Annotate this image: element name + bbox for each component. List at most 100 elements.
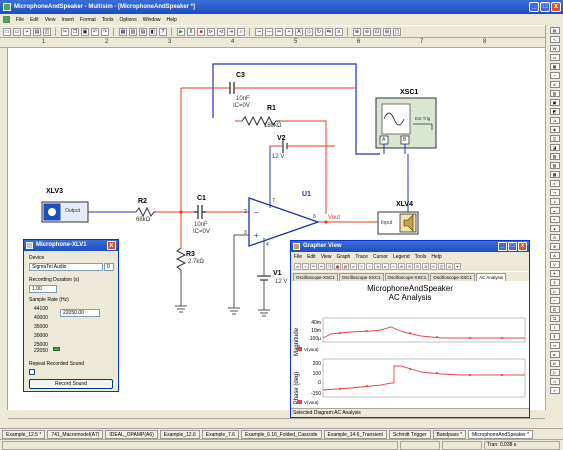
step-icon[interactable]: ⊳ [207, 27, 215, 36]
flip-icon[interactable]: ⇆ [325, 27, 333, 36]
grapher-menu-cursor[interactable]: Cursor [372, 253, 388, 260]
design-tab[interactable]: Example_6.16_Folded_Cascode [240, 429, 322, 439]
logic-gate-icon[interactable]: ⊃ [549, 378, 560, 385]
tab-oscilloscope[interactable]: Oscilloscope-XSC1 [430, 273, 476, 281]
trace-icon[interactable]: ∿ [390, 262, 397, 270]
database-icon[interactable]: ▤ [139, 27, 147, 36]
close-button[interactable]: x [551, 2, 561, 12]
grapher-menu-help[interactable]: Help [431, 253, 442, 260]
four-channel-oscilloscope-icon[interactable]: ▦ [549, 63, 560, 70]
oscilloscope-icon[interactable]: ▭ [549, 54, 560, 61]
iv-analyzer-icon[interactable]: ⊿ [549, 117, 560, 124]
cursor-icon[interactable]: ⊹ [366, 262, 373, 270]
zoom-out-icon[interactable]: ⊖ [406, 262, 413, 270]
device-select[interactable]: SigmaTel Audio [29, 263, 103, 271]
repeat-checkbox[interactable] [29, 369, 35, 375]
word-generator-icon[interactable]: ▥ [549, 90, 560, 97]
print-preview-icon[interactable]: ◫ [43, 27, 51, 36]
new-icon[interactable]: □ [3, 27, 11, 36]
horizontal-scrollbar[interactable] [8, 418, 545, 428]
record-sound-button[interactable]: Record Sound [29, 379, 113, 389]
grid-icon[interactable]: # [350, 262, 357, 270]
ground-icon[interactable]: ⏚ [549, 279, 560, 286]
grapher-menu-file[interactable]: File [294, 253, 303, 260]
tektronix-oscilloscope-icon[interactable]: ◐ [549, 180, 560, 187]
redo-icon[interactable]: ↷ [101, 27, 109, 36]
component-icon[interactable]: ◧ [149, 27, 157, 36]
help-icon[interactable]: ? [159, 27, 167, 36]
multimeter-icon[interactable]: ▤ [549, 27, 560, 34]
bus-icon[interactable]: ═ [275, 27, 283, 36]
grapher-titlebar[interactable]: Grapher View _ □ x [291, 241, 529, 252]
spectrum-analyzer-icon[interactable]: ◫ [549, 135, 560, 142]
zoom-area-icon[interactable]: ⊡ [414, 262, 421, 270]
labview-instrument-icon[interactable]: ◑ [549, 198, 560, 205]
menu-options[interactable]: Options [119, 16, 137, 23]
step-over-icon[interactable]: ⊲ [217, 27, 225, 36]
zoom-in-icon[interactable]: ⊕ [353, 27, 361, 36]
frequency-counter-icon[interactable]: # [549, 81, 560, 88]
paste-icon[interactable]: ▣ [334, 262, 341, 270]
design-tab[interactable]: 741_Macromodel(A7) [47, 429, 104, 439]
tab-ac-analysis[interactable]: AC Analysis [476, 273, 507, 281]
voltmeter-icon[interactable]: V [549, 261, 560, 268]
cursor-right-icon[interactable]: ▸ [382, 262, 389, 270]
agilent-multimeter-icon[interactable]: ▨ [549, 162, 560, 169]
stop-icon[interactable]: ■ [197, 27, 205, 36]
diode-icon[interactable]: ▸ [549, 351, 560, 358]
more-components-icon[interactable]: » [549, 387, 560, 394]
pause-icon[interactable]: ‖ [187, 27, 195, 36]
grapher-menu-view[interactable]: View [320, 253, 332, 260]
sample-rate-slider[interactable] [53, 347, 60, 351]
menu-insert[interactable]: Insert [61, 16, 74, 23]
grapher-menu-legend[interactable]: Legend [392, 253, 410, 260]
copy-icon[interactable]: ❐ [71, 27, 79, 36]
menu-edit[interactable]: Edit [30, 16, 39, 23]
grapher-plot-area[interactable]: MicrophoneAndSpeaker AC Analysis Magnitu… [291, 282, 529, 408]
design-tab[interactable]: Example_7.6 [201, 429, 239, 439]
align-icon[interactable]: ≡ [335, 27, 343, 36]
dialog-close-button[interactable]: x [107, 241, 116, 250]
minimize-button[interactable]: _ [529, 2, 539, 12]
grapher-menu-trace[interactable]: Trace [355, 253, 368, 260]
menu-view[interactable]: View [44, 16, 56, 23]
dropdown-icon[interactable]: ▾ [454, 262, 461, 270]
undo-icon[interactable]: ↶ [91, 27, 99, 36]
grapher-maximize-button[interactable]: □ [508, 242, 517, 251]
rotate-icon[interactable]: ↻ [315, 27, 323, 36]
switch-icon[interactable]: ⌐ [549, 297, 560, 304]
spreadsheet-icon[interactable]: ▥ [129, 27, 137, 36]
bode-plotter-icon[interactable]: ◔ [549, 72, 560, 79]
ammeter-icon[interactable]: A [549, 252, 560, 259]
lamp-icon[interactable]: ✶ [549, 270, 560, 277]
maximize-button[interactable]: □ [540, 2, 550, 12]
design-tab-active[interactable]: MicrophoneAndSpeaker * [468, 429, 534, 439]
grapher-menu-graph[interactable]: Graph [336, 253, 351, 260]
agilent-oscilloscope-icon[interactable]: ▩ [549, 171, 560, 178]
save-icon[interactable]: ▪ [302, 262, 309, 270]
wattmeter-icon[interactable]: W [549, 45, 560, 52]
design-tab[interactable]: Example_12.5 * [2, 429, 46, 439]
design-tab[interactable]: IDEAL_OPAMP(A6) [105, 429, 158, 439]
cut-icon[interactable]: ✂ [61, 27, 69, 36]
breakpoint-icon[interactable]: ○ [237, 27, 245, 36]
grapher-menu-edit[interactable]: Edit [307, 253, 316, 260]
function-generator-icon[interactable]: ∿ [549, 36, 560, 43]
open-icon[interactable]: ▭ [13, 27, 21, 36]
print-icon[interactable]: ▤ [342, 262, 349, 270]
voltage-probe-icon[interactable]: ⊚ [549, 243, 560, 250]
save-icon[interactable]: ▪ [23, 27, 31, 36]
relay-icon[interactable]: ⊏ [549, 306, 560, 313]
capacitor-icon[interactable]: ⫴ [549, 333, 560, 340]
transistor-icon[interactable]: ⊳ [549, 360, 560, 367]
resistor-icon[interactable]: ⌇ [549, 324, 560, 331]
fullscreen-icon[interactable]: ▢ [393, 27, 401, 36]
device-index[interactable]: 0 [104, 263, 114, 271]
grapher-close-button[interactable]: x [518, 242, 527, 251]
measurement-probe-icon[interactable]: ⊸ [549, 189, 560, 196]
led-icon[interactable]: ▷ [549, 288, 560, 295]
step-into-icon[interactable]: ⇥ [227, 27, 235, 36]
excel-icon[interactable]: X [430, 262, 437, 270]
probe-icon[interactable]: ⊸ [255, 27, 263, 36]
export-icon[interactable]: ⇲ [422, 262, 429, 270]
